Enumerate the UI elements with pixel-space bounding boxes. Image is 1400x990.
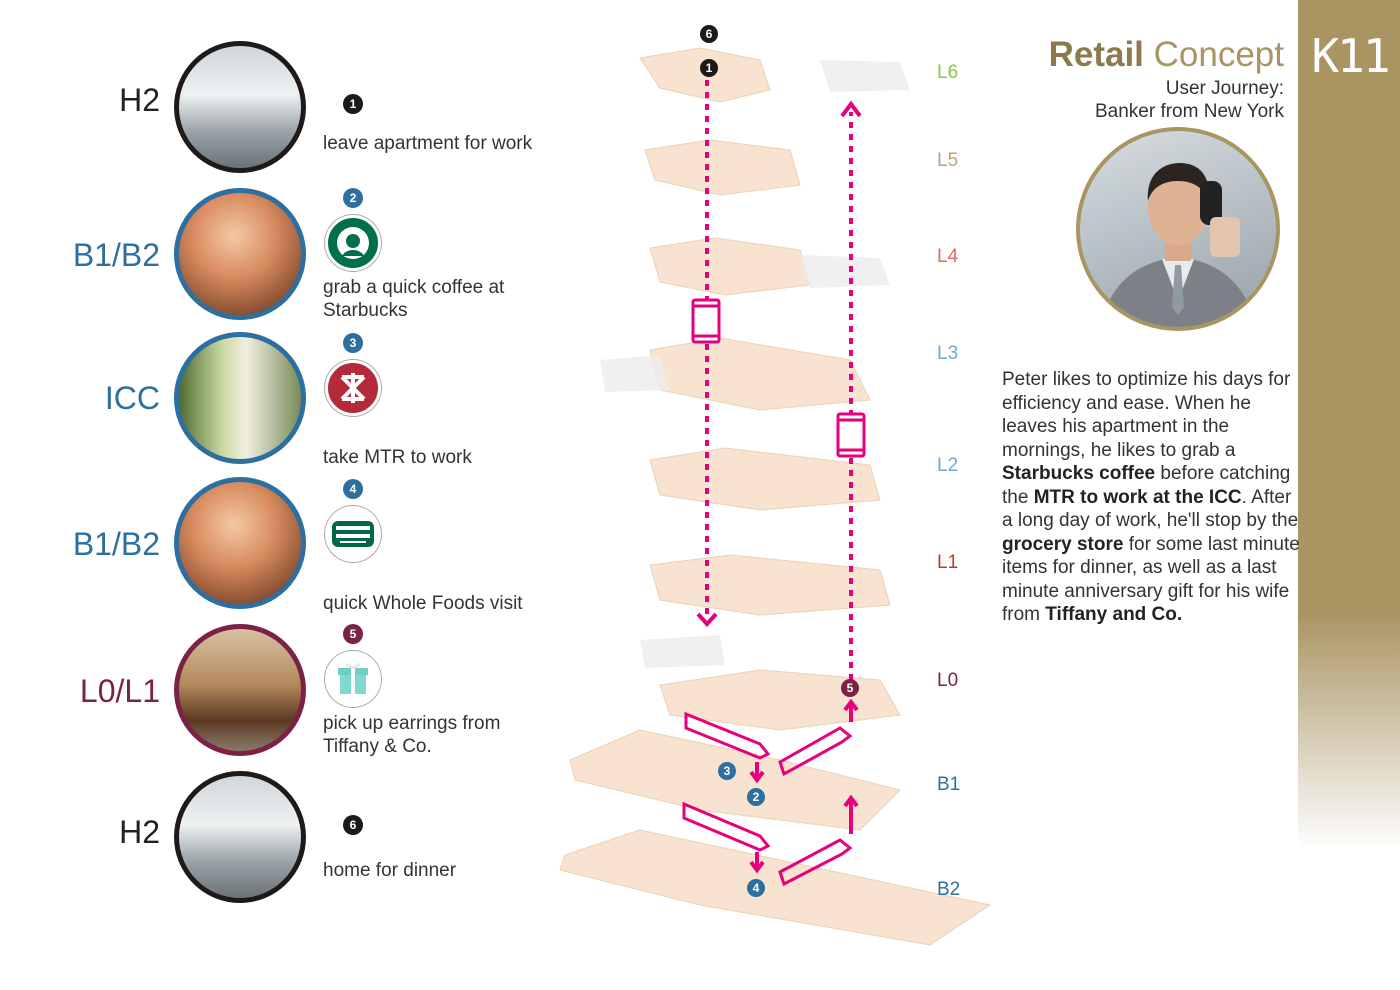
floor-plate-l4 xyxy=(649,237,811,296)
page-title: Retail Concept xyxy=(1049,34,1284,76)
escalator-icon xyxy=(778,838,853,887)
floor-label: L5 xyxy=(937,150,959,171)
floor-plate-l0 xyxy=(659,669,901,731)
step-number-badge: 4 xyxy=(343,479,363,499)
floor-plate-shadow xyxy=(600,355,670,392)
route-arrow-up xyxy=(843,794,859,834)
starbucks-logo xyxy=(325,215,381,271)
step-number-badge: 6 xyxy=(343,815,363,835)
step-caption: quick Whole Foods visit xyxy=(323,593,523,614)
mall-interior-photo xyxy=(174,188,306,320)
floor-plate-l2 xyxy=(649,447,881,511)
banker-illustration xyxy=(1100,163,1256,327)
tiffany-store-photo xyxy=(174,624,306,756)
map-marker xyxy=(841,679,859,697)
floor-plate-shadow xyxy=(820,60,910,92)
map-marker-label: 4 xyxy=(753,881,760,895)
story-highlight: MTR to work at the ICC xyxy=(1033,486,1242,508)
floor-label: L6 xyxy=(937,62,959,83)
route-up-arrowhead xyxy=(840,100,862,118)
mtr-logo xyxy=(325,360,381,416)
story-part: Peter likes to optimize his days for eff… xyxy=(1002,369,1291,461)
floor-label: B1 xyxy=(937,774,961,795)
step-level-label: H2 xyxy=(119,82,160,118)
banker-portrait xyxy=(1076,127,1280,331)
floor-plate-l1 xyxy=(649,554,891,616)
story-part: . After a long day of work, he'll stop b… xyxy=(1002,486,1299,532)
floor-plate-b1 xyxy=(569,729,901,831)
title-light: Concept xyxy=(1153,35,1284,74)
story-part: before catching the xyxy=(1002,463,1291,508)
floor-label: B2 xyxy=(937,879,961,900)
floor-plate-l5 xyxy=(644,139,801,196)
floor-label: L3 xyxy=(937,343,959,364)
map-marker-label: 2 xyxy=(753,790,760,804)
escalator-icon xyxy=(682,801,771,852)
step-number-badge: 3 xyxy=(343,333,363,353)
tiffany-logo xyxy=(325,651,381,707)
floor-label: L0 xyxy=(937,670,959,691)
escalator-icon xyxy=(778,726,853,777)
story-highlight: grocery store xyxy=(1002,533,1124,555)
map-marker xyxy=(747,788,765,806)
tiffany-box-icon xyxy=(338,663,368,694)
story-highlight: Starbucks coffee xyxy=(1002,463,1156,484)
map-marker xyxy=(747,879,765,897)
floor-plate-shadow xyxy=(640,635,725,668)
floor-label: L2 xyxy=(937,455,959,476)
apartment-photo xyxy=(174,41,306,173)
step-level-label: H2 xyxy=(119,814,160,850)
whole-foods-logo xyxy=(325,506,381,562)
step-level-label: L0/L1 xyxy=(79,673,160,709)
map-marker-label: 3 xyxy=(724,764,731,778)
story-part: for some last minute items for dinner, a… xyxy=(1002,533,1300,626)
route-arrow-down xyxy=(749,762,765,784)
floor-label: L1 xyxy=(937,552,959,573)
floor-plate-shadow xyxy=(800,255,890,288)
icc-photo xyxy=(174,332,306,464)
floor-label: L4 xyxy=(937,246,959,267)
lift-icon xyxy=(836,412,866,458)
map-marker xyxy=(718,762,736,780)
step-level-label: B1/B2 xyxy=(72,237,160,273)
route-arrow-down xyxy=(749,852,765,874)
mall-interior-photo xyxy=(174,477,306,609)
step-caption: grab a quick coffee at Starbucks xyxy=(323,277,505,321)
subtitle-line2: Banker from New York xyxy=(1094,101,1284,122)
step-number-badge: 2 xyxy=(343,188,363,208)
floor-plate-b2 xyxy=(559,829,992,946)
map-marker-label: 1 xyxy=(706,61,713,75)
whole-foods-icon xyxy=(332,521,374,547)
map-marker xyxy=(700,59,718,77)
starbucks-icon xyxy=(337,227,369,259)
step-number-badge: 1 xyxy=(343,94,363,114)
story-text: Peter likes to optimize his days for eff… xyxy=(1002,368,1302,627)
step-caption: home for dinner xyxy=(323,860,457,881)
title-bold: Retail xyxy=(1048,35,1144,74)
map-marker xyxy=(700,25,718,43)
step-level-label: ICC xyxy=(104,380,160,416)
map-marker-label: 6 xyxy=(706,27,713,41)
step-caption: leave apartment for work xyxy=(323,133,533,154)
map-marker-label: 5 xyxy=(847,681,854,695)
route-down-arrowhead xyxy=(696,612,718,627)
step-caption: take MTR to work xyxy=(323,447,472,468)
brand-logo: K11 xyxy=(1311,29,1390,83)
subtitle-line1: User Journey: xyxy=(1165,78,1284,99)
brand-band xyxy=(1298,0,1400,850)
mtr-icon xyxy=(340,373,366,403)
lift-icon xyxy=(691,298,721,344)
floor-plate-l3 xyxy=(649,337,871,411)
step-level-label: B1/B2 xyxy=(72,526,160,562)
story-highlight: Tiffany and Co. xyxy=(1045,604,1183,625)
escalator-icon xyxy=(684,711,771,760)
route-arrow-up xyxy=(843,698,859,722)
apartment-photo xyxy=(174,771,306,903)
step-caption: pick up earrings from Tiffany & Co. xyxy=(323,713,501,757)
step-number-badge: 5 xyxy=(343,624,363,644)
